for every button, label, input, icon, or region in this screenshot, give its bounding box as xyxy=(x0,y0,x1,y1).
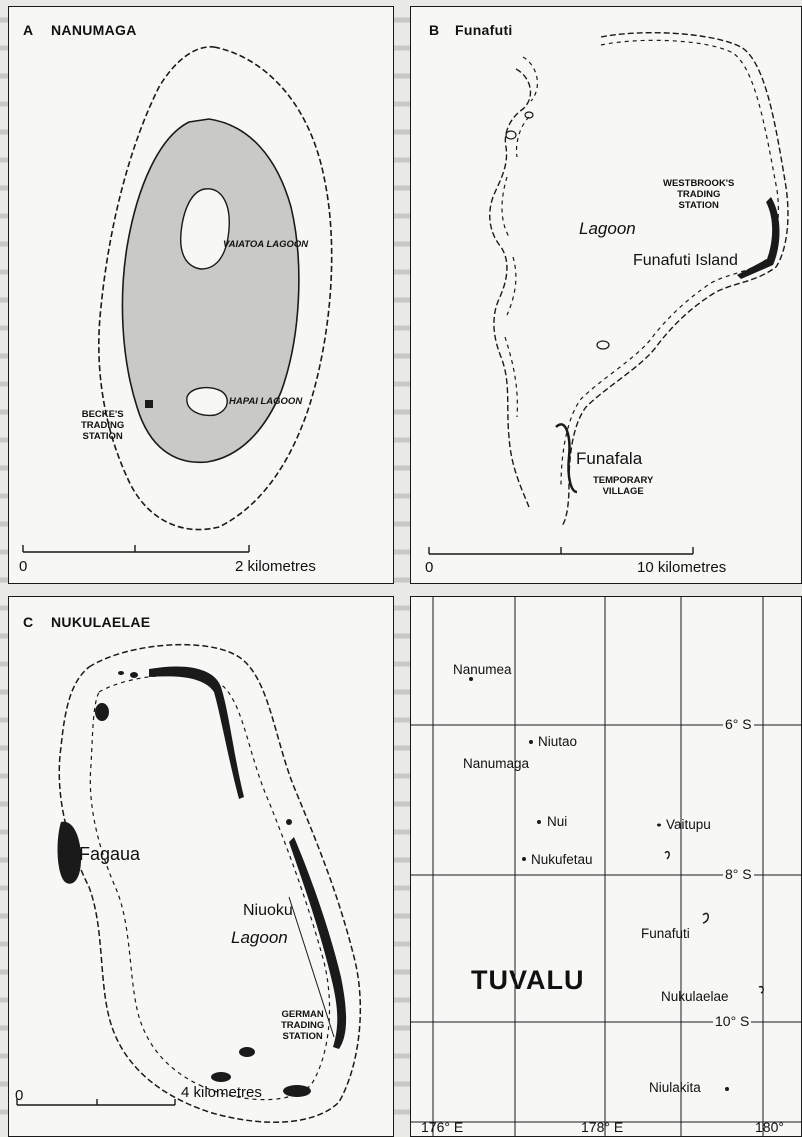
panel-title-nanumaga: NANUMAGA xyxy=(51,22,137,38)
label-westbrooks-trading-station: WESTBROOK'S TRADING STATION xyxy=(663,178,735,211)
label-funafuti-lagoon: Lagoon xyxy=(579,219,636,238)
funafuti-scale-end: 10 kilometres xyxy=(637,559,727,576)
nukulaelae-niuoku-land xyxy=(289,837,347,1049)
map-panel-tuvalu: Nanumea Niutao Nanumaga Nui Vaitupu Nuku… xyxy=(410,596,802,1137)
tuvalu-title: TUVALU xyxy=(471,965,585,995)
label-niuoku: Niuoku xyxy=(243,902,293,919)
label-fagaua: Fagaua xyxy=(79,844,141,864)
tuvalu-ticks xyxy=(432,1122,764,1129)
panel-title-funafuti: Funafuti xyxy=(455,22,513,38)
nukulaelae-scale-end: 4 kilometres xyxy=(181,1084,262,1101)
funafuti-map xyxy=(428,32,789,555)
panel-letter-c: C xyxy=(23,614,34,630)
panel-letter-b: B xyxy=(429,22,440,38)
nanumaga-scale-start: 0 xyxy=(19,558,28,575)
island-label-nanumea: Nanumea xyxy=(453,662,512,677)
fagaua-land xyxy=(57,821,81,884)
nanumaga-land-area xyxy=(121,118,300,464)
island-label-niulakita: Niulakita xyxy=(649,1080,701,1095)
funafuti-scale-bar xyxy=(428,547,694,555)
nukulaelae-east-land xyxy=(149,666,244,799)
panel-title-nukulaelae: NUKULAELAE xyxy=(51,614,151,630)
nukulaelae-scale-start: 0 xyxy=(15,1087,24,1104)
tuvalu-map xyxy=(411,597,801,1136)
tuvalu-graticule xyxy=(411,597,801,1136)
beckes-station-marker xyxy=(145,400,153,408)
nanumaga-reef-outline xyxy=(98,46,333,531)
funafuti-reef-arc xyxy=(560,32,789,528)
panel-letter-a: A xyxy=(23,22,34,38)
island-label-niutao: Niutao xyxy=(538,734,578,749)
latitude-label-10s: 10° S xyxy=(713,1013,752,1029)
map-panel-nanumaga: A NANUMAGA VAIATOA LAGOON HAPAI LAGOON B… xyxy=(8,6,394,584)
label-vaiatoa-lagoon: VAIATOA LAGOON xyxy=(223,239,309,250)
funafuti-west-reef xyxy=(489,68,532,508)
island-label-nukufetau: Nukufetau xyxy=(531,852,593,867)
hapai-lagoon-shape xyxy=(186,386,228,417)
label-hapai-lagoon: HAPAI LAGOON xyxy=(229,396,303,407)
island-label-funafuti: Funafuti xyxy=(641,926,690,941)
funafuti-scale-start: 0 xyxy=(425,559,434,576)
nanumaga-scale-bar xyxy=(22,545,250,553)
latitude-label-6s: 6° S xyxy=(723,716,754,732)
label-beckes-trading-station: BECKE'S TRADING STATION xyxy=(81,409,125,442)
vaiatoa-lagoon-shape xyxy=(180,188,230,270)
nukulaelae-map xyxy=(16,643,362,1123)
island-label-nukulaelae: Nukulaelae xyxy=(661,989,729,1004)
label-nukulaelae-lagoon: Lagoon xyxy=(231,928,288,947)
tuvalu-island-dots xyxy=(469,677,764,1091)
island-label-vaitupu: Vaitupu xyxy=(666,817,711,832)
island-label-nui: Nui xyxy=(547,814,568,829)
nanumaga-scale-end: 2 kilometres xyxy=(235,558,316,575)
label-german-trading-station: GERMAN TRADING STATION xyxy=(281,1009,325,1042)
longitude-label-176e: 176° E xyxy=(421,1119,464,1135)
map-panel-nukulaelae: C NUKULAELAE Fagaua Niuoku Lagoon GERMAN… xyxy=(8,596,394,1137)
longitude-label-178e: 178° E xyxy=(581,1119,624,1135)
label-funafala: Funafala xyxy=(576,449,643,468)
nukulaelae-scale-bar xyxy=(16,1099,176,1106)
island-label-nanumaga: Nanumaga xyxy=(463,756,530,771)
map-panel-funafuti: B Funafuti WESTBROOK'S TRADING STATION L… xyxy=(410,6,802,584)
longitude-label-180: 180° xyxy=(755,1119,784,1135)
funafuti-island-land xyxy=(737,197,780,279)
label-funafuti-island: Funafuti Island xyxy=(633,252,738,269)
latitude-label-8s: 8° S xyxy=(723,866,754,882)
label-temporary-village: TEMPORARY VILLAGE xyxy=(593,475,654,497)
nanumaga-map xyxy=(22,46,333,553)
